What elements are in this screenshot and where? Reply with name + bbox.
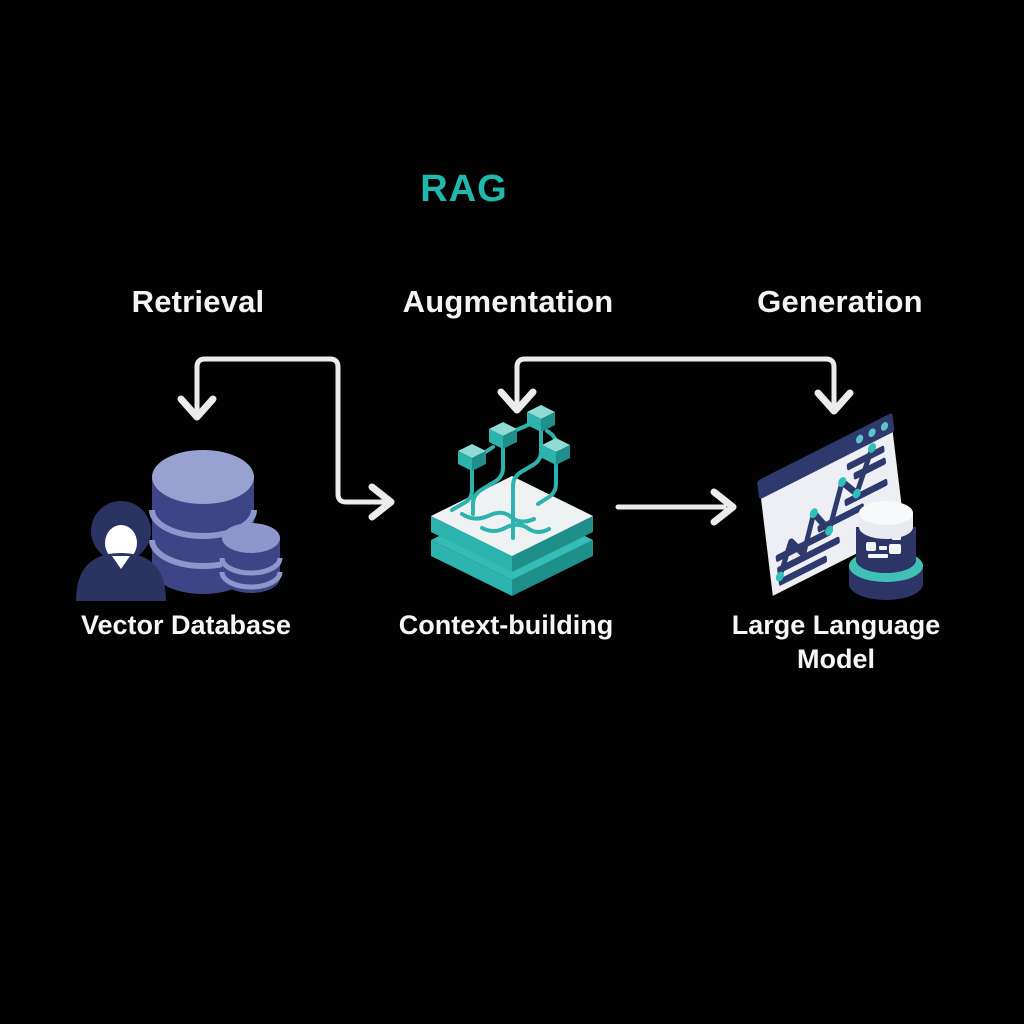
browser-window [757, 413, 905, 596]
cube-icon [542, 438, 570, 465]
stage-header-retrieval: Retrieval [131, 284, 265, 319]
stage-header-generation: Generation [757, 284, 923, 319]
database-cylinder-small [219, 523, 283, 593]
chevron-down-icon [814, 389, 854, 415]
context-building-icon [431, 405, 593, 596]
large-language-model-icon [757, 413, 923, 600]
caption-context-building: Context-building [398, 610, 614, 640]
circuit-traces [460, 510, 551, 534]
chevron-right-icon [710, 488, 737, 526]
network-cubes [458, 405, 570, 471]
diagram-title: RAG [420, 168, 508, 210]
chart-points [775, 443, 877, 582]
chevron-down-icon [497, 388, 537, 414]
network-lines [450, 423, 558, 540]
window-dots [855, 422, 889, 444]
caption-large-language-model: Large Language Model [731, 610, 941, 674]
cube-icon [458, 444, 486, 471]
chevron-down-icon [177, 395, 217, 421]
chevron-right-icon [368, 483, 395, 521]
cube-icon [489, 422, 517, 449]
arrow-context-to-generation [615, 488, 737, 526]
vector-database-icon [76, 450, 283, 601]
model-cylinder-stack [849, 501, 923, 600]
person-icon [76, 501, 166, 601]
arrow-retrieval-flow [177, 356, 395, 521]
cube-icon [527, 405, 555, 432]
arrow-augmentation-generation-flow [497, 356, 854, 415]
line-chart [775, 443, 877, 582]
caption-vector-database: Vector Database [80, 610, 292, 640]
stage-header-augmentation: Augmentation [402, 284, 614, 319]
